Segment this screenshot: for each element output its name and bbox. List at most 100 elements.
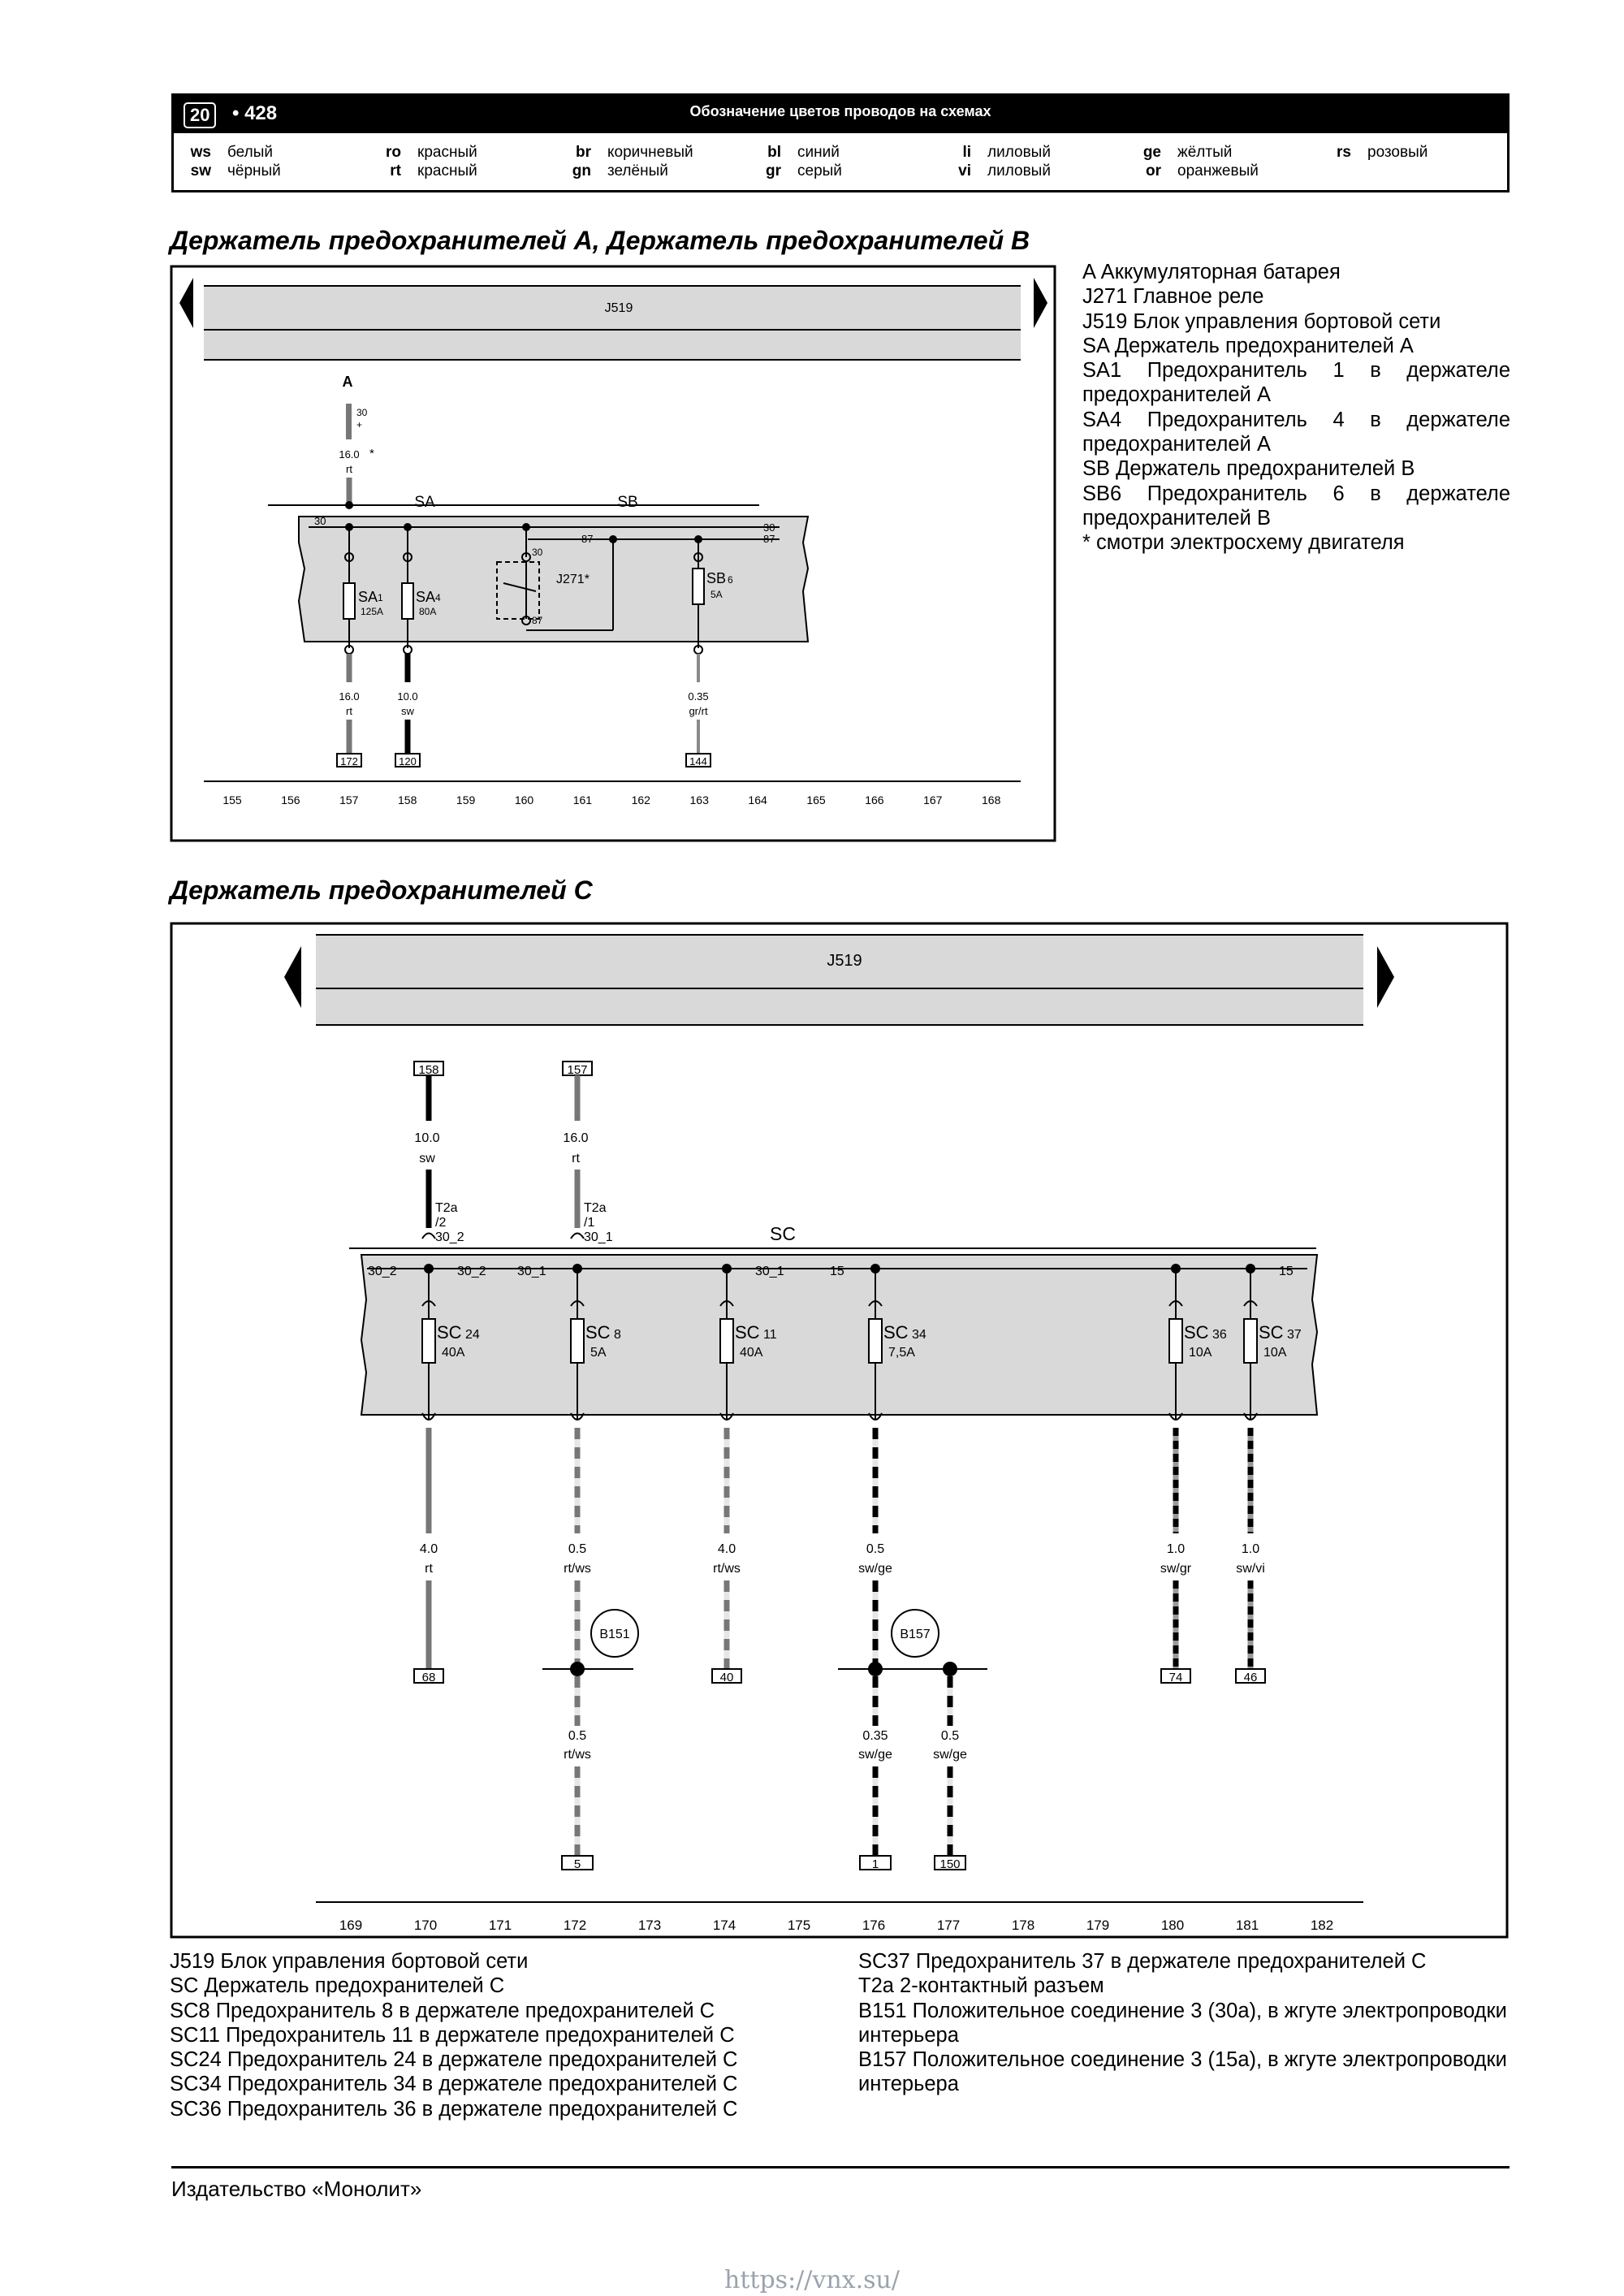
legend-item: SC36 Предохранитель 36 в держателе предо… [170, 2097, 738, 2121]
track-number: 181 [1236, 1918, 1259, 1933]
track-number: 165 [806, 793, 826, 806]
track-number: 157 [339, 793, 359, 806]
fuse-rating: 7,5A [888, 1346, 915, 1360]
fuse-rating: 5A [590, 1346, 607, 1360]
connector-terminal: 30_2 [435, 1230, 464, 1244]
wire-color: gr/rt [689, 705, 708, 717]
ref-number: 157 [567, 1063, 587, 1077]
color-code-header: 20 • 428 Обозначение цветов проводов на … [171, 93, 1510, 192]
fuse-num: 11 [763, 1328, 777, 1342]
ref-box [711, 1668, 742, 1684]
legend-item: SA4 Предохранитель 4 в держателе предохр… [1082, 408, 1510, 456]
wire-color: rt [425, 1562, 433, 1576]
fuse-num: 34 [912, 1328, 926, 1342]
legend-item: SA Держатель предохранителей A [1082, 334, 1414, 357]
wire-color: sw [419, 1152, 435, 1165]
battery-plus: + [356, 419, 362, 430]
ref-number: 46 [1244, 1671, 1258, 1684]
ref-box [934, 1855, 966, 1870]
fuse-holder-c [360, 1254, 1319, 1416]
fuse-rating: 10A [1263, 1346, 1287, 1360]
section-c-title: Держатель предохранителей C [170, 876, 593, 905]
j519-unit-ab [204, 286, 1021, 360]
fuse-name: SC [883, 1322, 909, 1343]
track-number: 176 [862, 1918, 885, 1933]
wire-size: 4.0 [718, 1542, 736, 1556]
section-ab-title: Держатель предохранителей A, Держатель п… [170, 226, 1030, 255]
terminal-label: 87 [581, 533, 593, 545]
fuse-holder-ab [297, 516, 810, 642]
arrow-left-icon [179, 278, 193, 328]
wire-color: sw [401, 705, 415, 717]
legend-item: SC11 Предохранитель 11 в держателе предо… [170, 2023, 735, 2047]
fuse-rating: 10A [1189, 1346, 1212, 1360]
fuse-num: 37 [1287, 1328, 1302, 1342]
terminal-label: 30 [763, 521, 775, 534]
wire-color: rt [572, 1152, 580, 1165]
terminal-label: 30 [314, 515, 326, 527]
terminal-label: 87 [763, 533, 775, 545]
fuse-name: SC [585, 1322, 611, 1343]
track-number: 164 [748, 793, 767, 806]
fuse-rating: 40A [442, 1346, 465, 1360]
track-number: 159 [456, 793, 476, 806]
wire-size: 0.35 [688, 690, 708, 703]
battery-terminal [346, 404, 352, 439]
ref-number: 1 [872, 1857, 879, 1871]
ref-number: 120 [399, 755, 417, 767]
wire-color: sw/gr [1160, 1562, 1192, 1576]
asterisk-note: * [369, 447, 374, 460]
connector-label: T2a [435, 1201, 458, 1215]
track-number: 166 [865, 793, 884, 806]
legend-item: T2a 2-контактный разъем [858, 1974, 1104, 1998]
ref-box [1160, 1668, 1191, 1684]
ref-number: 74 [1169, 1671, 1183, 1684]
legend-item: SC24 Предохранитель 24 в держателе предо… [170, 2048, 738, 2072]
j519-label-ab: J519 [605, 301, 633, 315]
wire-color: sw/ge [858, 1748, 892, 1762]
legend-item: * смотри электросхему двигателя [1082, 531, 1405, 555]
wire-color: sw/ge [858, 1562, 892, 1576]
wire-size: 0.35 [862, 1729, 888, 1743]
fuse-sc11 [719, 1318, 734, 1364]
wire-color: rt [346, 463, 352, 475]
site-url[interactable]: https://vnx.su/ [724, 2266, 900, 2294]
fuse-sc37 [1243, 1318, 1258, 1364]
fuse-rating: 80A [419, 606, 436, 617]
bus-junction [1171, 1264, 1181, 1273]
fuse-name: SA [416, 589, 435, 605]
track-number: 182 [1311, 1918, 1333, 1933]
splice-b157 [891, 1609, 939, 1658]
track-number: 168 [982, 793, 1001, 806]
diagram-c-frame [170, 922, 1509, 1939]
legend-item: J519 Блок управления бортовой сети [170, 1950, 529, 1973]
bus-label: 30_2 [457, 1265, 486, 1278]
connector-terminal: 30_1 [584, 1230, 613, 1244]
header-bar: 20 • 428 Обозначение цветов проводов на … [174, 96, 1507, 133]
sc-output-wires: 4.0rt680.5rt/ws4.0rt/ws400.5sw/ge1.0sw/g… [413, 1428, 1266, 1856]
bus-junction [572, 1264, 582, 1273]
fuse-sc36 [1168, 1318, 1183, 1364]
wire-size: 10.0 [397, 690, 417, 703]
ref-box [1235, 1668, 1266, 1684]
ref-box [413, 1668, 444, 1684]
fuse-num: 36 [1212, 1328, 1227, 1342]
wire-color: rt/ws [564, 1748, 591, 1762]
terminal-label: 87 [532, 615, 543, 626]
holder-sc-label: SC [770, 1223, 796, 1244]
arrow-left-icon [284, 946, 301, 1008]
ref-number: 68 [422, 1671, 436, 1684]
legend-item: B157 Положительное соединение 3 (15a), в… [858, 2048, 1507, 2096]
track-number: 173 [638, 1918, 661, 1933]
legend-item: SC8 Предохранитель 8 в держателе предохр… [170, 1999, 715, 2022]
